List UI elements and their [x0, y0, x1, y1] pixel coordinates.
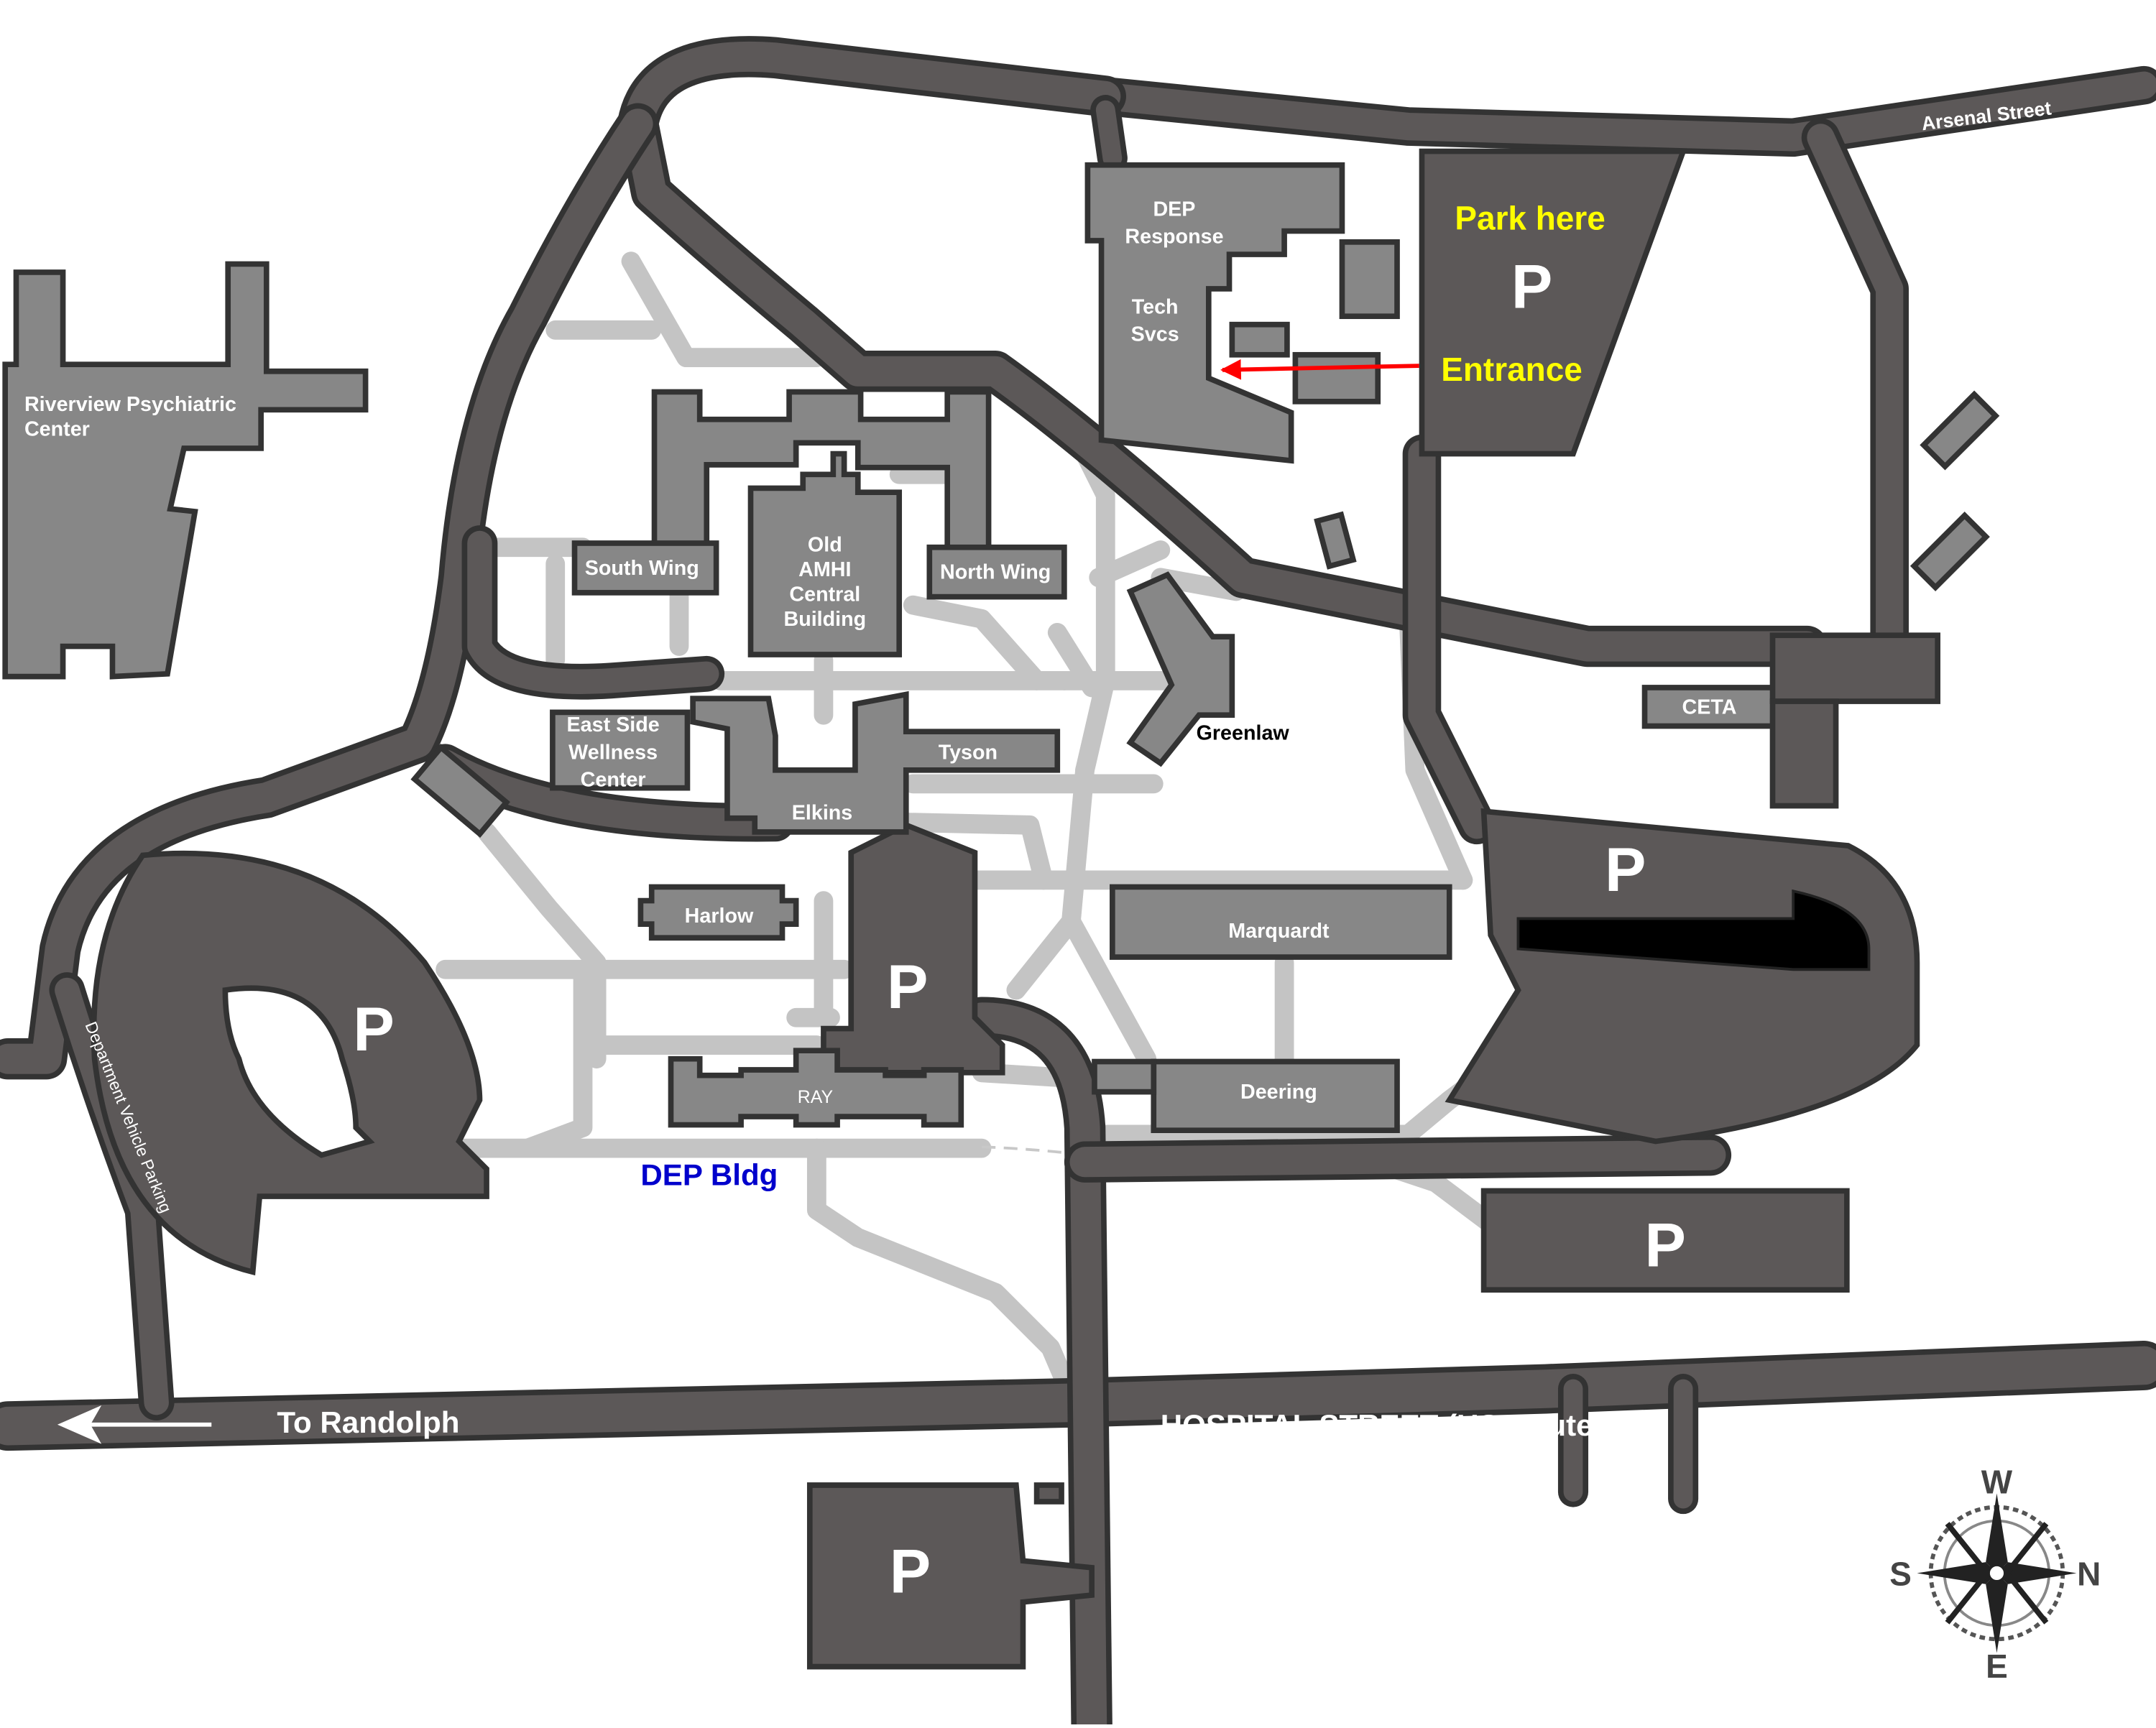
building-elkins-tyson: [690, 690, 1061, 835]
building-labels: Riverview Psychiatric Center DEP Respons…: [24, 198, 1736, 1106]
label-entrance: Entrance: [1441, 351, 1583, 388]
label-dep-bldg: DEP Bldg: [640, 1158, 778, 1192]
label-old-amhi-2: AMHI: [798, 558, 851, 581]
parking-symbol-southeast: P: [1645, 1211, 1686, 1280]
label-riverview-1: Riverview Psychiatric: [24, 393, 236, 416]
compass-rose-icon: W S N E: [1889, 1463, 2101, 1684]
parking-lot-south: [806, 1482, 1095, 1670]
building-greenlaw: [1126, 571, 1235, 767]
label-park-here: Park here: [1455, 200, 1605, 237]
label-north-wing: North Wing: [940, 561, 1051, 584]
compass-south: S: [1889, 1556, 1912, 1593]
label-tech-1: Tech: [1132, 295, 1179, 318]
label-marquardt: Marquardt: [1228, 920, 1330, 943]
direction-arrow-icon: [1516, 889, 1871, 971]
label-harlow: Harlow: [685, 905, 754, 928]
building-east-side-wellness: [550, 709, 691, 791]
parking-symbol-central: P: [887, 953, 928, 1022]
label-east-side-2: Wellness: [568, 741, 658, 764]
building-south-wing: [571, 540, 719, 596]
label-tech-2: Svcs: [1131, 323, 1179, 346]
building-north-wing: [926, 544, 1067, 600]
label-old-amhi-1: Old: [808, 533, 842, 556]
annotations: Park here Entrance DEP Bldg: [640, 200, 1605, 1192]
label-greenlaw: Greenlaw: [1197, 722, 1290, 745]
parking-lot-dep-response: [1419, 148, 1687, 457]
label-east-side-3: Center: [581, 769, 646, 792]
compass-west: W: [1981, 1463, 2013, 1500]
label-old-amhi-3: Central: [789, 583, 860, 606]
parking-symbol-east: P: [1605, 836, 1646, 905]
label-ceta: CETA: [1682, 696, 1736, 719]
parking-lot-east: [1445, 808, 1920, 1145]
parking-symbol-dep-response: P: [1511, 253, 1552, 322]
label-riverview-2: Center: [24, 418, 90, 441]
label-tyson: Tyson: [939, 741, 998, 764]
building-old-amhi: [747, 451, 903, 657]
building-deering: [1151, 1058, 1400, 1134]
buildings: [2, 162, 2000, 1505]
compass-east: E: [1986, 1648, 2008, 1685]
label-dep-response-1: DEP: [1153, 198, 1195, 221]
arrow-left-icon: [57, 1405, 212, 1444]
building-dep-response: [1084, 162, 1345, 464]
building-harlow: [637, 884, 799, 941]
entrance-arrow-icon: [1220, 359, 1419, 380]
label-hospital-street: HOSPITAL STREET (US Route 9): [1161, 1408, 1628, 1442]
label-dep-response-2: Response: [1125, 226, 1223, 249]
parking-symbol-west: P: [353, 995, 394, 1064]
parking-lots: [91, 148, 1920, 1670]
parking-lot-central: [821, 822, 1005, 1076]
label-old-amhi-4: Building: [783, 608, 866, 631]
label-elkins: Elkins: [792, 802, 853, 825]
label-east-side-1: East Side: [567, 713, 660, 736]
parking-lot-southeast: [1480, 1188, 1850, 1293]
label-to-randolph: To Randolph: [277, 1405, 459, 1439]
label-deering: Deering: [1240, 1081, 1317, 1104]
label-ray: RAY: [798, 1087, 834, 1107]
parking-lot-west: [91, 850, 489, 1276]
parking-symbol-south: P: [890, 1537, 931, 1606]
compass-north: N: [2077, 1556, 2101, 1593]
building-marquardt: [1110, 884, 1452, 960]
building-riverview: [2, 261, 369, 680]
building-ray: [668, 1048, 964, 1128]
label-south-wing: South Wing: [585, 557, 699, 580]
parking-symbols: P P P P P P: [353, 253, 1686, 1607]
